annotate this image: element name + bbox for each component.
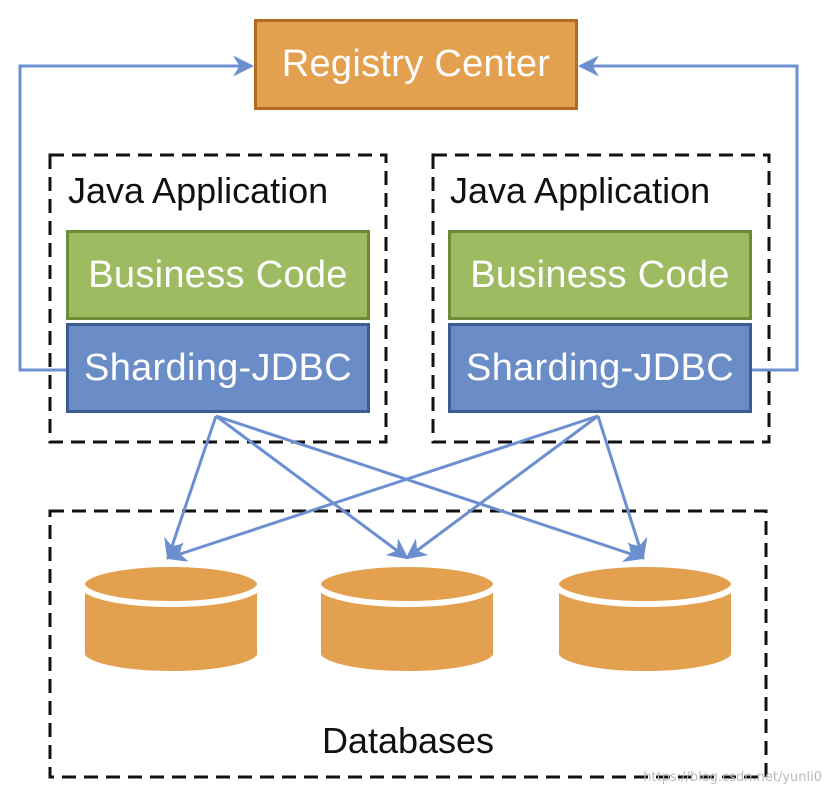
- database-cylinder-3: [553, 561, 737, 677]
- sharding-jdbc-label-right: Sharding-JDBC: [466, 346, 734, 389]
- connector-right-to-registry: [577, 55, 799, 372]
- java-app-title-right: Java Application: [450, 170, 711, 211]
- java-app-container-right: [431, 153, 771, 444]
- business-code-box-right: Business Code: [448, 230, 752, 320]
- registry-center-box: Registry Center: [254, 19, 578, 110]
- databases-container: [48, 509, 768, 779]
- arrow-left-db3: [215, 414, 645, 562]
- arrow-right-db3: [596, 415, 648, 561]
- business-code-box-left: Business Code: [66, 230, 370, 320]
- watermark: https://blog.csdn.net/yunli0: [643, 770, 822, 785]
- arrow-left-db1: [164, 415, 218, 560]
- business-code-label-left: Business Code: [88, 253, 348, 296]
- sharding-jdbc-label-left: Sharding-JDBC: [84, 346, 352, 389]
- arrow-right-db1: [166, 414, 599, 563]
- databases-label: Databases: [321, 720, 495, 761]
- sharding-jdbc-box-left: Sharding-JDBC: [66, 323, 370, 413]
- database-cylinder-2: [315, 561, 499, 677]
- java-app-title-left: Java Application: [68, 170, 329, 211]
- arrow-left-db2: [215, 414, 409, 560]
- sharding-jdbc-box-right: Sharding-JDBC: [448, 323, 752, 413]
- business-code-label-right: Business Code: [470, 253, 730, 296]
- registry-center-label: Registry Center: [281, 43, 551, 85]
- connector-left-to-registry: [18, 55, 255, 372]
- java-app-container-left: [48, 153, 388, 444]
- arrow-right-db2: [405, 414, 599, 560]
- database-cylinder-1: [79, 561, 263, 677]
